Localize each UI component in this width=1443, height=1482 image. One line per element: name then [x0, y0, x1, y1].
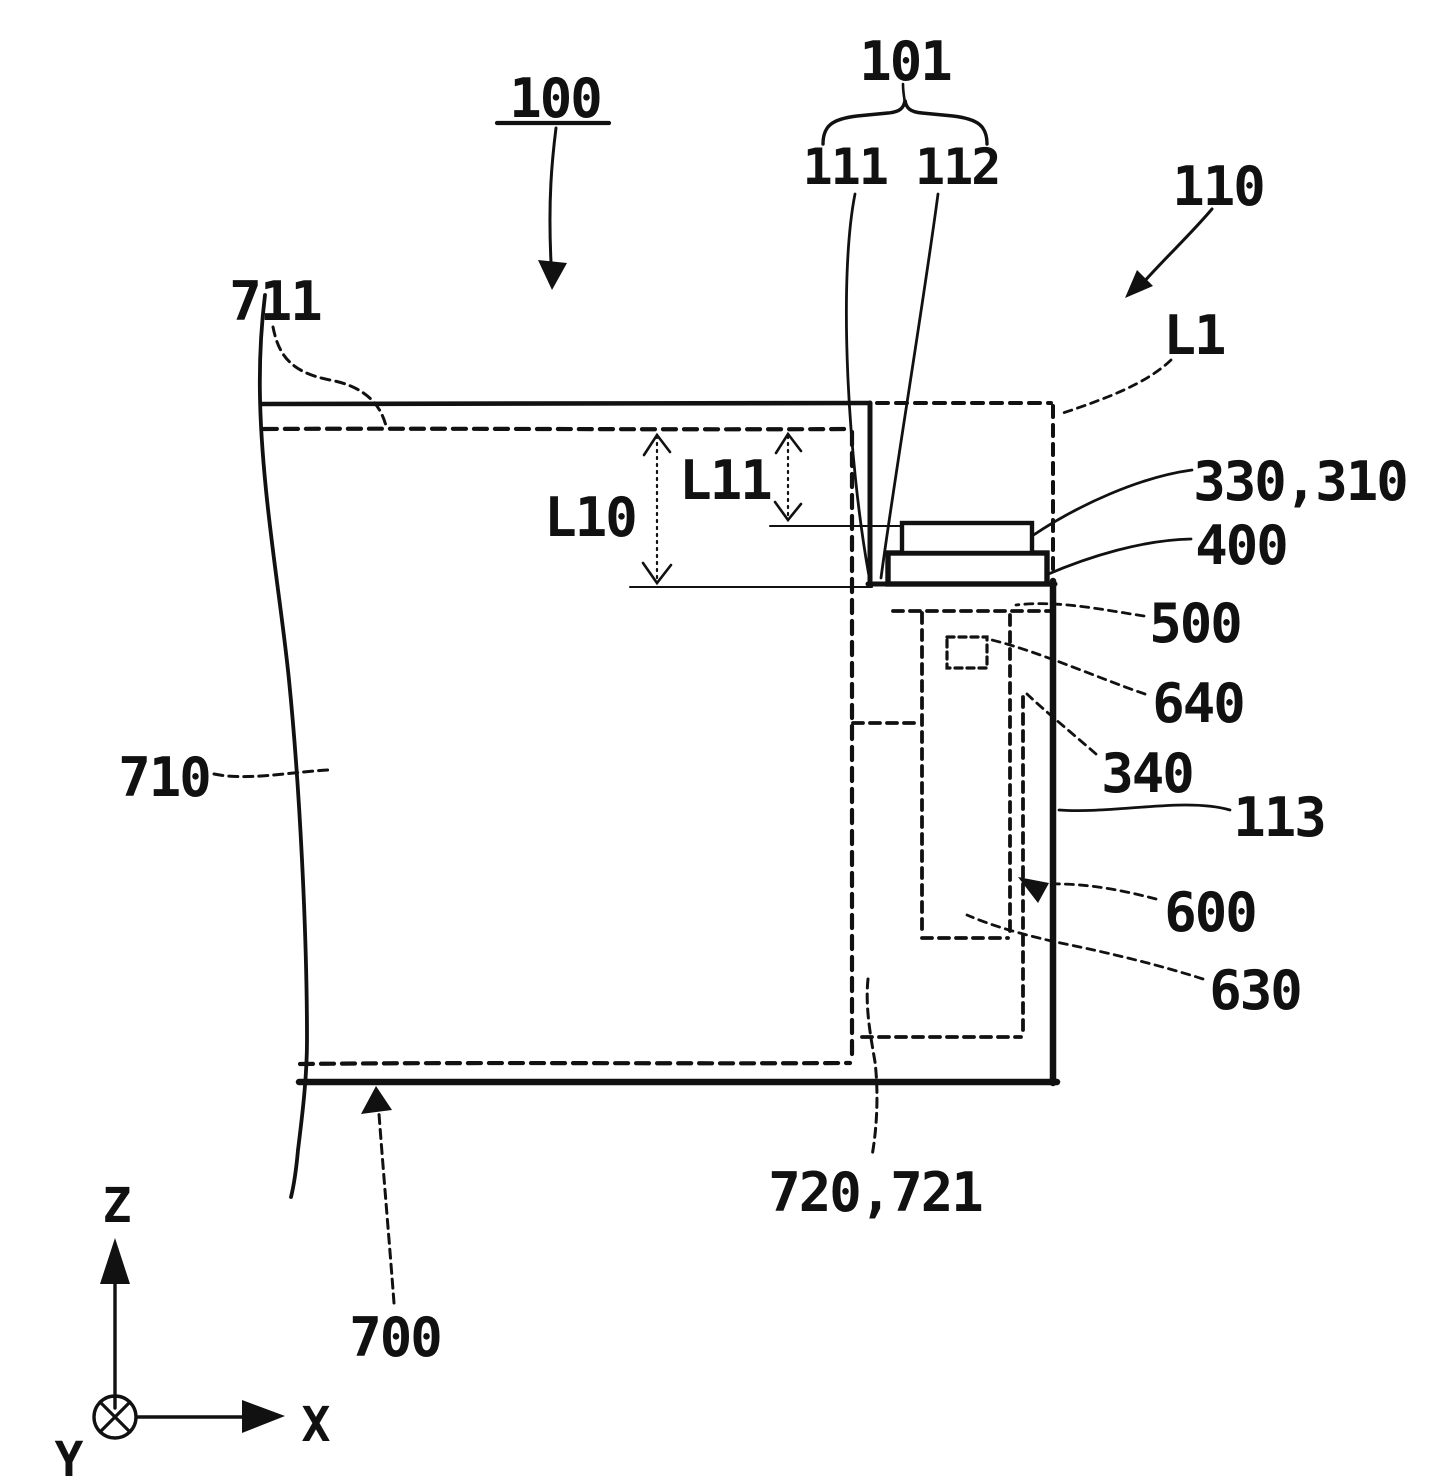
- label-101: 101: [859, 30, 951, 93]
- arrowhead-600: [1018, 877, 1049, 903]
- label-113: 113: [1233, 786, 1325, 849]
- leader-110: [1140, 207, 1214, 286]
- small-square-640-dashed: [945, 635, 989, 670]
- leader-340: [1025, 692, 1098, 756]
- arrowhead-110: [1125, 270, 1153, 298]
- body-left-break-line: [257, 293, 309, 1199]
- label-720-721: 720,721: [768, 1161, 982, 1224]
- dim-arrow-L10-bottom: [641, 561, 673, 586]
- leader-500: [1014, 602, 1146, 618]
- leader-720-721: [865, 977, 879, 1158]
- arrowhead-100: [538, 260, 567, 290]
- label-axis-x: X: [302, 1397, 331, 1453]
- leader-330-310: [1030, 468, 1194, 538]
- leader-711: [271, 325, 388, 428]
- dim-arrow-L11-bottom: [773, 500, 803, 523]
- label-400: 400: [1195, 514, 1287, 577]
- label-600: 600: [1164, 881, 1256, 944]
- component-block-330-310: [899, 520, 1035, 556]
- label-L10: L10: [544, 486, 636, 549]
- label-100: 100: [509, 67, 601, 130]
- component-block-400: [885, 550, 1050, 587]
- label-330-310: 330,310: [1193, 450, 1407, 513]
- leader-111: [844, 192, 871, 578]
- label-axis-y: Y: [55, 1432, 84, 1482]
- axis-z-arrowhead: [100, 1238, 130, 1284]
- label-340: 340: [1101, 742, 1193, 805]
- label-630: 630: [1209, 959, 1301, 1022]
- sheet-bottom-dashed: [297, 1060, 853, 1067]
- brace-101: [821, 99, 989, 146]
- leader-L1: [1058, 358, 1173, 416]
- leader-100: [548, 126, 558, 264]
- label-L11: L11: [679, 449, 771, 512]
- label-640: 640: [1152, 672, 1244, 735]
- label-110: 110: [1172, 155, 1264, 218]
- label-710: 710: [118, 746, 210, 809]
- leader-630: [965, 913, 1205, 981]
- axis-y-into-page-icon: [92, 1394, 138, 1440]
- axis-x-arrowhead: [242, 1400, 285, 1433]
- label-L1: L1: [1163, 304, 1224, 367]
- leader-112: [879, 192, 940, 580]
- leader-640: [990, 638, 1147, 696]
- arrowhead-700: [361, 1086, 392, 1114]
- label-axis-z: Z: [103, 1178, 131, 1234]
- label-700: 700: [349, 1306, 441, 1369]
- label-500: 500: [1149, 592, 1241, 655]
- leader-710: [212, 768, 330, 779]
- dim-arrow-L10-top: [642, 432, 672, 457]
- sheet-top-dashed: [261, 426, 854, 432]
- label-711: 711: [229, 270, 321, 333]
- leader-600: [1046, 882, 1158, 901]
- dim-arrow-L11-top: [774, 431, 803, 455]
- leader-113: [1057, 803, 1232, 812]
- label-111-112: 111 112: [803, 138, 1000, 196]
- leader-400: [1044, 537, 1193, 577]
- axis-y-cross-icon: [98, 1400, 132, 1434]
- leader-700: [377, 1112, 396, 1305]
- body-top-edge: [259, 400, 873, 407]
